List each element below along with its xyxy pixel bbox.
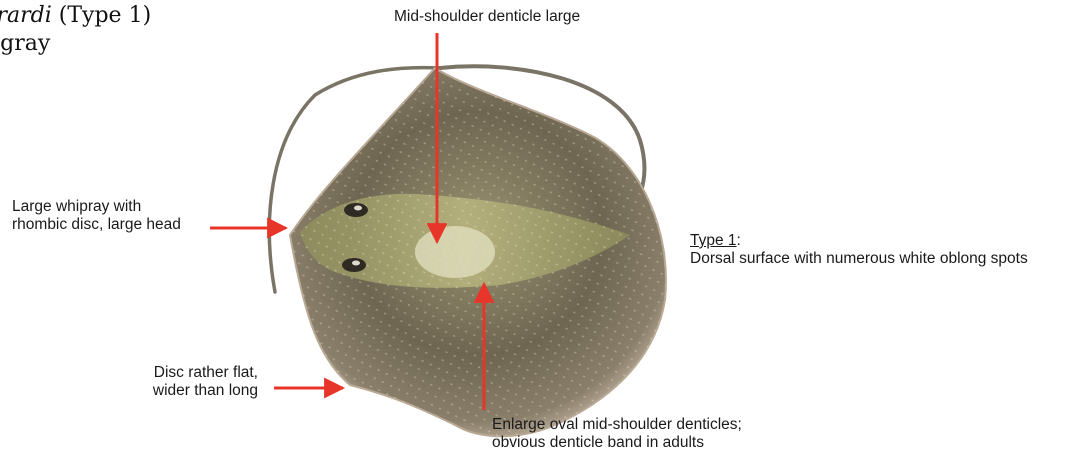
type-heading-colon: : — [737, 232, 741, 249]
label-denticles-line1: Enlarge oval mid-shoulder denticles; — [492, 416, 742, 434]
type-heading: Type 1 — [690, 232, 737, 249]
label-denticles-line2: obvious denticle band in adults — [492, 434, 742, 452]
label-disc: Disc rather flat, wider than long — [134, 364, 258, 400]
label-mid-shoulder: Mid-shoulder denticle large — [394, 8, 580, 26]
label-whipray-line2: rhombic disc, large head — [12, 216, 181, 234]
type-description: Dorsal surface with numerous white oblon… — [690, 250, 1028, 268]
label-whipray-line1: Large whipray with — [12, 198, 181, 216]
shoulder-denticle-band — [415, 226, 495, 278]
type-note: Type 1: Dorsal surface with numerous whi… — [690, 232, 1028, 268]
label-disc-line1: Disc rather flat, — [134, 364, 258, 382]
label-whipray: Large whipray with rhombic disc, large h… — [12, 198, 181, 234]
type-note-heading-line: Type 1: — [690, 232, 1028, 250]
label-disc-line2: wider than long — [134, 382, 258, 400]
label-denticles: Enlarge oval mid-shoulder denticles; obv… — [492, 416, 742, 452]
